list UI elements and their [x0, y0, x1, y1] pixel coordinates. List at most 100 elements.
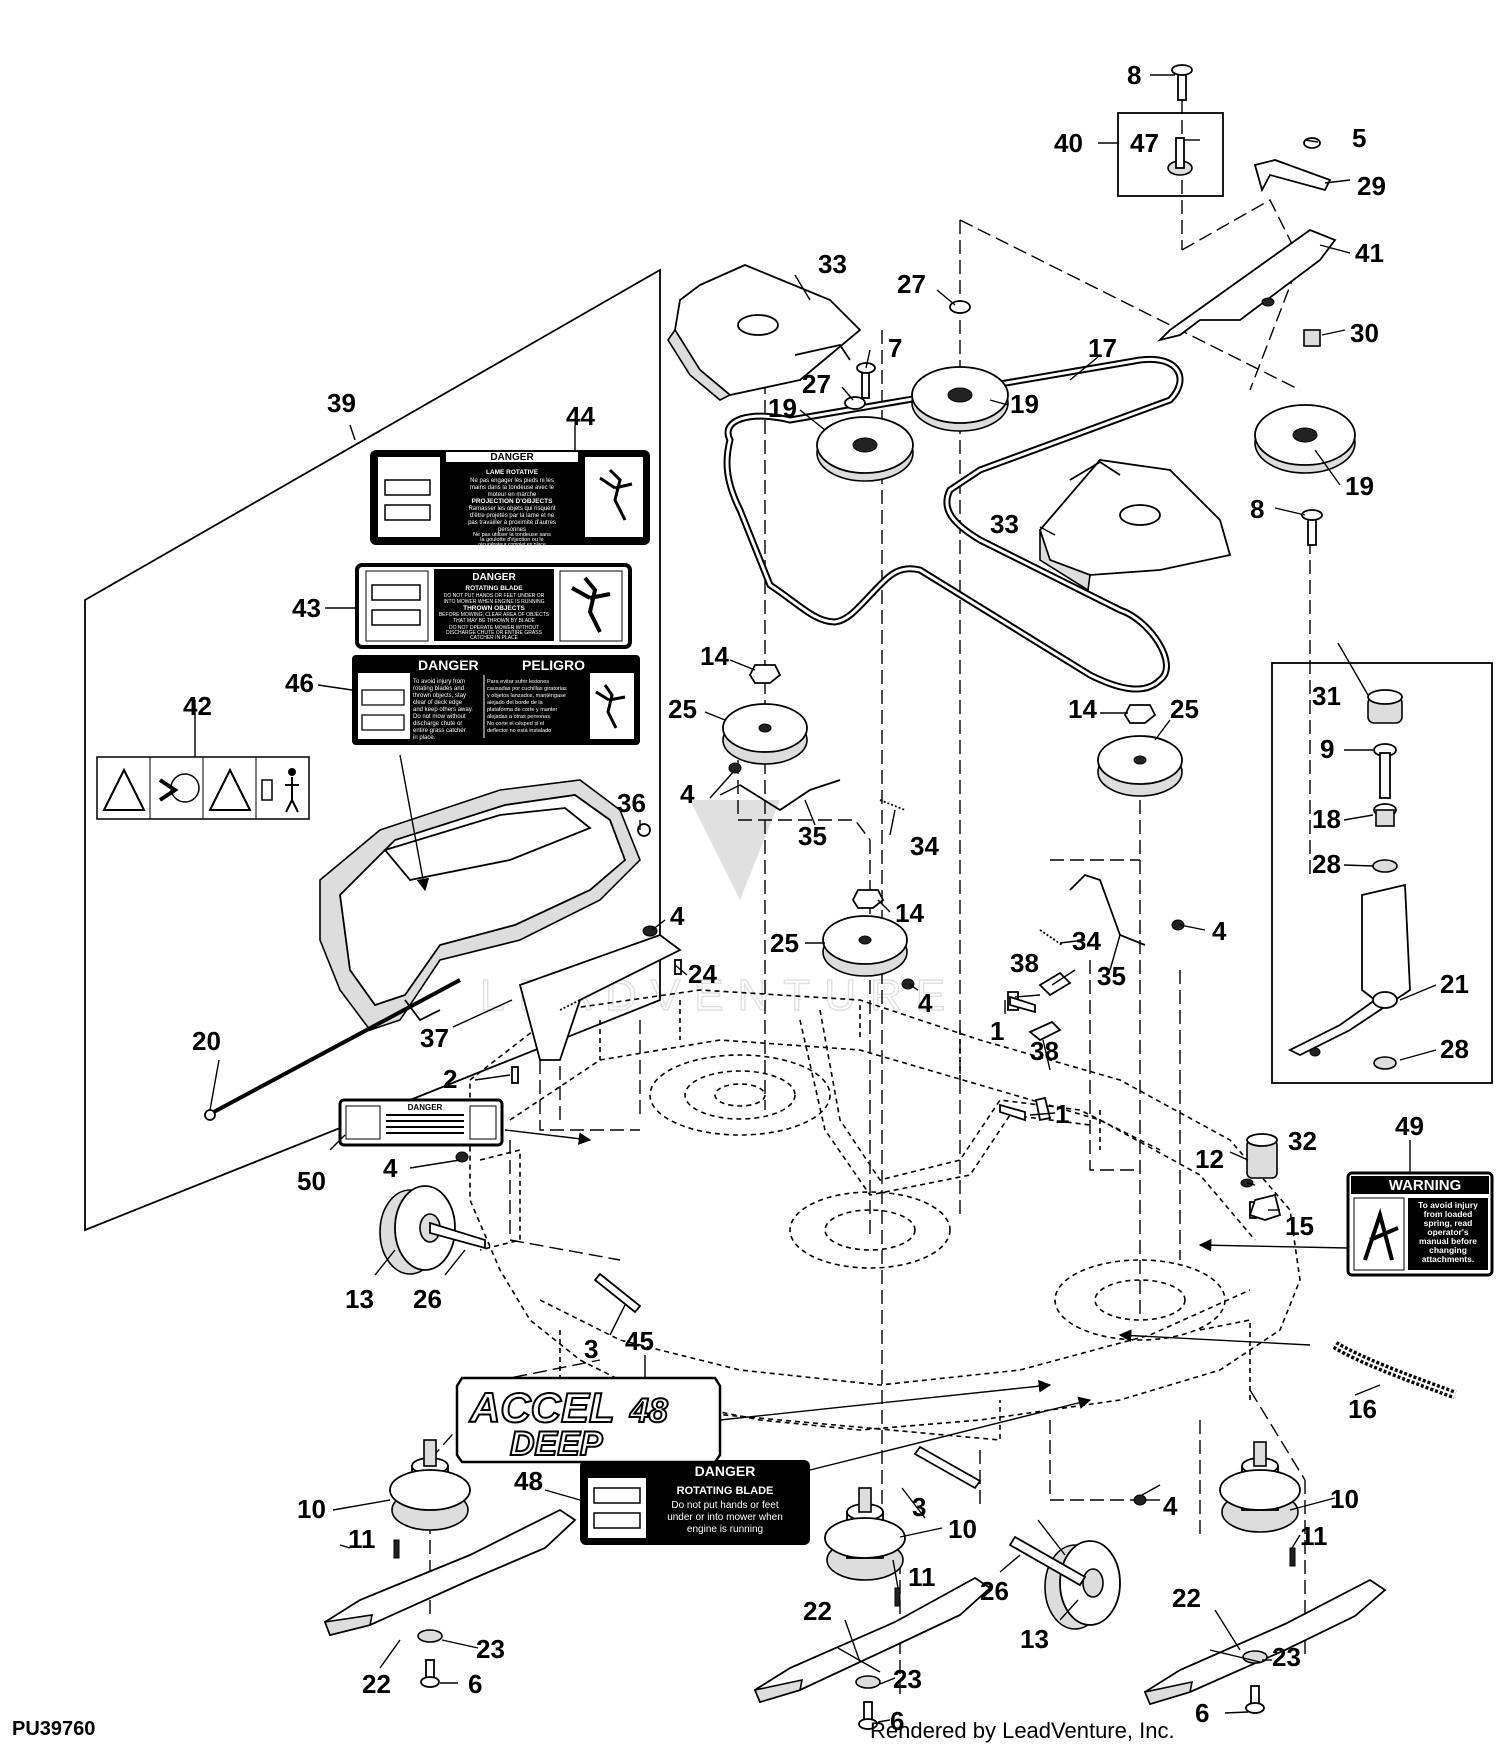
- callout-27-top: 27: [897, 269, 926, 299]
- blade-left: [323, 1508, 577, 1637]
- svg-text:ROTATING BLADE: ROTATING BLADE: [677, 1485, 774, 1497]
- svg-text:ACCEL: ACCEL: [469, 1384, 615, 1431]
- svg-text:manual before: manual before: [1419, 1236, 1477, 1246]
- callout-16: 16: [1348, 1394, 1377, 1424]
- svg-text:clear of deck edge: clear of deck edge: [413, 700, 463, 706]
- callout-46: 46: [285, 668, 314, 698]
- svg-text:moteur en marche: moteur en marche: [488, 492, 537, 498]
- svg-text:thrown objects, stay: thrown objects, stay: [413, 693, 466, 699]
- svg-text:THROWN OBJECTS: THROWN OBJECTS: [463, 605, 525, 612]
- svg-text:récupérateur complet en place: récupérateur complet en place: [478, 542, 546, 548]
- pulley-25-c: [822, 915, 908, 977]
- parts-32-12-15: [1240, 1133, 1282, 1221]
- inset-parts: [1287, 689, 1411, 1070]
- callout-17: 17: [1088, 333, 1117, 363]
- callout-14-b: 14: [1068, 694, 1097, 724]
- callout-44: 44: [566, 401, 595, 431]
- callout-50: 50: [297, 1166, 326, 1196]
- callout-10-right: 10: [1330, 1484, 1359, 1514]
- callout-45: 45: [625, 1326, 654, 1356]
- svg-text:Para evitar sufrir lesiones: Para evitar sufrir lesiones: [487, 679, 549, 685]
- decal-43-danger: DANGER ROTATING BLADE DO NOT PUT HANDS O…: [355, 563, 632, 649]
- wing-nut-36: [637, 823, 651, 837]
- pulley-25-a: [722, 703, 808, 765]
- svg-text:ROTATING BLADE: ROTATING BLADE: [465, 585, 523, 592]
- svg-text:Do not mow without: Do not mow without: [413, 714, 466, 720]
- pulley-25-b: [1097, 735, 1183, 797]
- callout-33-top: 33: [818, 249, 847, 279]
- callout-12: 12: [1195, 1144, 1224, 1174]
- credit-line: Rendered by LeadVenture, Inc.: [870, 1718, 1175, 1743]
- callout-22-left: 22: [362, 1669, 391, 1699]
- callout-22-right: 22: [1172, 1583, 1201, 1613]
- svg-text:DANGER: DANGER: [408, 1103, 443, 1112]
- callout-49: 49: [1395, 1111, 1424, 1141]
- svg-text:causadas por cuchillas girator: causadas por cuchillas giratorias: [487, 686, 567, 692]
- callout-26-left: 26: [413, 1284, 442, 1314]
- callout-28-top: 28: [1312, 849, 1341, 879]
- callout-15: 15: [1285, 1211, 1314, 1241]
- svg-text:48: 48: [629, 1392, 668, 1430]
- svg-text:PROJECTION D'OBJECTS: PROJECTION D'OBJECTS: [471, 498, 553, 505]
- callout-4-a: 4: [680, 779, 695, 809]
- callout-23-right: 23: [1272, 1642, 1301, 1672]
- callout-47: 47: [1130, 128, 1159, 158]
- callout-4-d: 4: [1212, 916, 1227, 946]
- callout-9: 9: [1320, 734, 1334, 764]
- callout-6-left: 6: [468, 1669, 482, 1699]
- callout-24: 24: [688, 959, 717, 989]
- callout-25-b: 25: [1170, 694, 1199, 724]
- svg-text:THAT MAY BE THROWN BY BLADE: THAT MAY BE THROWN BY BLADE: [453, 618, 536, 624]
- belt-shield-left: [667, 264, 862, 401]
- callout-6-right: 6: [1195, 1698, 1209, 1728]
- svg-text:INTO MOWER WHEN ENGINE IS RUNN: INTO MOWER WHEN ENGINE IS RUNNING: [443, 599, 544, 605]
- callout-19-b: 19: [1010, 389, 1039, 419]
- svg-text:rotating blades and: rotating blades and: [413, 686, 464, 692]
- callout-39: 39: [327, 388, 356, 418]
- callout-6-center: 6: [890, 1706, 904, 1736]
- callout-19-right: 19: [1345, 471, 1374, 501]
- pulley-19-c: [1254, 404, 1356, 474]
- spindle-center: [824, 1487, 906, 1581]
- svg-text:DISCHARGE CHUTE OR ENTIRE GRAS: DISCHARGE CHUTE OR ENTIRE GRASS: [446, 630, 543, 636]
- part-40-box: [1098, 112, 1224, 197]
- svg-text:alejado del borde de la: alejado del borde de la: [487, 700, 544, 706]
- svg-text:Do not put hands or feet: Do not put hands or feet: [671, 1500, 779, 1511]
- callout-23-center: 23: [893, 1664, 922, 1694]
- bolt-3-right: [913, 1445, 982, 1490]
- callout-23-left: 23: [476, 1634, 505, 1664]
- svg-text:No corte el césped si el: No corte el césped si el: [487, 721, 544, 727]
- svg-text:Ne pas utiliser la tondeuse sa: Ne pas utiliser la tondeuse sans: [473, 532, 551, 538]
- svg-text:DO NOT PUT HANDS OR FEET UNDER: DO NOT PUT HANDS OR FEET UNDER OR: [444, 593, 545, 599]
- callout-14-a: 14: [700, 641, 729, 671]
- callout-numbers: 8 40 47 5 29 41 30 19 8 33 27 7 27 19 19…: [183, 60, 1469, 1736]
- decal-44-danger-french: DANGER LAME ROTATIVE Ne pas engager les …: [370, 450, 650, 548]
- placement-arrows: [399, 754, 1349, 1471]
- svg-text:DO NOT OPERATE MOWER WITHOUT: DO NOT OPERATE MOWER WITHOUT: [449, 625, 539, 631]
- callout-32: 32: [1288, 1126, 1317, 1156]
- svg-text:y objetos lanzados, manténgase: y objetos lanzados, manténgase: [487, 693, 566, 699]
- svg-text:WARNING: WARNING: [1389, 1177, 1462, 1194]
- callout-14-c: 14: [895, 898, 924, 928]
- svg-text:deflector no está instalado: deflector no está instalado: [487, 728, 551, 734]
- svg-text:alejadas a otras personas.: alejadas a otras personas.: [487, 714, 552, 720]
- callout-4-e: 4: [383, 1153, 398, 1183]
- callout-13-right: 13: [1020, 1624, 1049, 1654]
- decal-panel-frame: [84, 268, 661, 1232]
- callout-4-f: 4: [1163, 1491, 1178, 1521]
- gauge-wheel-right: [1008, 1535, 1121, 1630]
- callout-1-b: 1: [1055, 1099, 1069, 1129]
- callout-22-center: 22: [803, 1596, 832, 1626]
- svg-text:mains dans la tondeuse avec le: mains dans la tondeuse avec le: [470, 485, 555, 491]
- callout-37: 37: [420, 1023, 449, 1053]
- callout-38-b: 38: [1030, 1036, 1059, 1066]
- callout-28-bottom: 28: [1440, 1034, 1469, 1064]
- svg-text:LAME ROTATIVE: LAME ROTATIVE: [486, 469, 539, 476]
- svg-text:operator's: operator's: [1427, 1227, 1468, 1237]
- gauge-wheel-left: [379, 1185, 486, 1275]
- decal-42-pictograms: [96, 756, 310, 820]
- callout-1-a: 1: [990, 1016, 1004, 1046]
- svg-text:pas travailler à proximité d'a: pas travailler à proximité d'autres: [468, 520, 556, 526]
- svg-text:DANGER: DANGER: [695, 1463, 756, 1479]
